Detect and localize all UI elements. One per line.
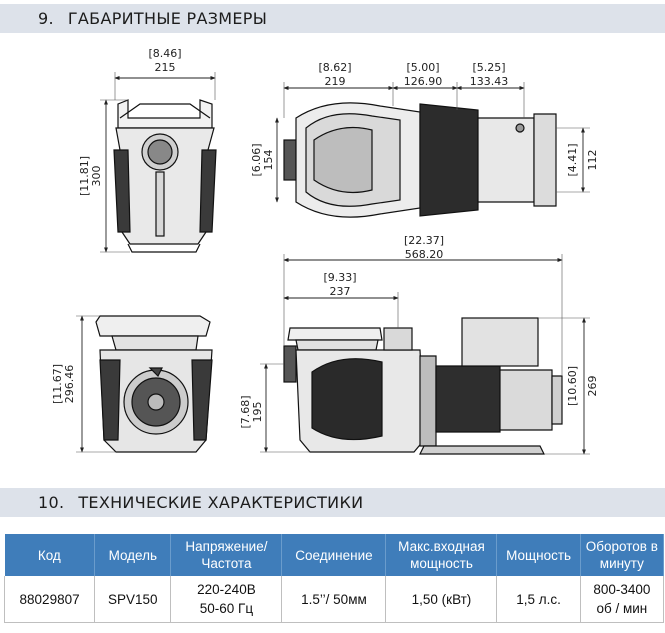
- dim-front-width-in: [8.46]: [148, 47, 181, 60]
- dim-back-height-in: [11.67]: [51, 364, 64, 404]
- dim-side-inlet-mm: 195: [251, 402, 264, 423]
- cell-rpm-line2: об / мин: [596, 601, 648, 616]
- cell-model: SPV150: [94, 576, 172, 623]
- dim-top-mid-in: [5.00]: [406, 61, 439, 74]
- pump-dimension-drawings: [8.46] 215 [11.81] 300 [8.62] 219 [5.00]…: [51, 47, 599, 455]
- side-view-part-dim: [283, 292, 399, 328]
- dim-side-part-in: [9.33]: [323, 271, 356, 284]
- spec-table: Код Модель Напряжение/ Частота Соединени…: [3, 534, 665, 623]
- dim-top-right-mm: 133.43: [470, 75, 509, 88]
- dim-top-left-h-in: [6.06]: [250, 143, 263, 176]
- table-row: 88029807 SPV150 220-240В 50-60 Гц 1.5’’/…: [3, 576, 665, 623]
- section-header-specs: 10. ТЕХНИЧЕСКИЕ ХАРАКТЕРИСТИКИ: [0, 488, 665, 517]
- cell-connection: 1.5’’/ 50мм: [281, 576, 387, 623]
- dim-top-right-h-mm: 112: [586, 150, 599, 171]
- back-view-drawing: [95, 315, 213, 453]
- section-number: 10.: [38, 493, 65, 512]
- side-view-inlet-dim: [260, 363, 310, 453]
- front-view-drawing: [113, 99, 217, 253]
- dim-side-part-mm: 237: [330, 285, 351, 298]
- dim-back-height-mm: 296.46: [63, 365, 76, 404]
- col-header-code: Код: [4, 534, 96, 576]
- top-view-drawing: [283, 102, 557, 218]
- dim-front-height-in: [11.81]: [78, 156, 91, 196]
- dim-top-left-in: [8.62]: [318, 61, 351, 74]
- top-view-right-height-dim: [556, 127, 590, 193]
- dim-front-width-mm: 215: [155, 61, 176, 74]
- dim-side-total-in: [22.37]: [404, 234, 444, 247]
- cell-rpm: 800-3400 об / мин: [580, 576, 665, 623]
- front-view-height-dim: [100, 99, 130, 253]
- dim-top-right-in: [5.25]: [472, 61, 505, 74]
- dim-top-left-mm: 219: [325, 75, 346, 88]
- cell-max-input: 1,50 (кВт): [385, 576, 498, 623]
- col-header-power: Мощность: [496, 534, 581, 576]
- cell-code: 88029807: [3, 576, 96, 623]
- cell-voltage-line2: 50-60 Гц: [199, 601, 254, 616]
- section-header-dimensions: 9. ГАБАРИТНЫЕ РАЗМЕРЫ: [0, 4, 665, 33]
- front-view-width-dim: [114, 72, 216, 100]
- dim-top-left-h-mm: 154: [262, 150, 275, 171]
- dim-side-total-mm: 568.20: [405, 248, 444, 261]
- back-view-height-dim: [76, 315, 116, 453]
- col-header-connection: Соединение: [281, 534, 387, 576]
- dim-top-right-h-in: [4.41]: [566, 143, 579, 176]
- cell-voltage: 220-240В 50-60 Гц: [170, 576, 283, 623]
- dim-top-mid-mm: 126.90: [404, 75, 443, 88]
- cell-rpm-line1: 800-3400: [593, 582, 651, 597]
- col-header-voltage: Напряжение/ Частота: [170, 534, 283, 576]
- spec-table-header-row: Код Модель Напряжение/ Частота Соединени…: [4, 534, 665, 576]
- section-title: ТЕХНИЧЕСКИЕ ХАРАКТЕРИСТИКИ: [78, 493, 364, 512]
- dim-side-inlet-in: [7.68]: [239, 395, 252, 428]
- side-view-drawing: [283, 317, 563, 455]
- col-header-rpm: Оборотов в минуту: [580, 534, 665, 576]
- section-number: 9.: [38, 9, 54, 28]
- cell-voltage-line1: 220-240В: [197, 582, 256, 597]
- dim-front-height-mm: 300: [90, 166, 103, 187]
- top-view-top-dims: [283, 82, 525, 118]
- dim-side-height-mm: 269: [586, 376, 599, 397]
- dim-side-height-in: [10.60]: [566, 366, 579, 406]
- section-title: ГАБАРИТНЫЕ РАЗМЕРЫ: [67, 9, 268, 28]
- col-header-max-input: Макс.входная мощность: [385, 534, 498, 576]
- side-view-height-dim: [538, 317, 590, 455]
- cell-power: 1,5 л.с.: [496, 576, 581, 623]
- col-header-model: Модель: [94, 534, 172, 576]
